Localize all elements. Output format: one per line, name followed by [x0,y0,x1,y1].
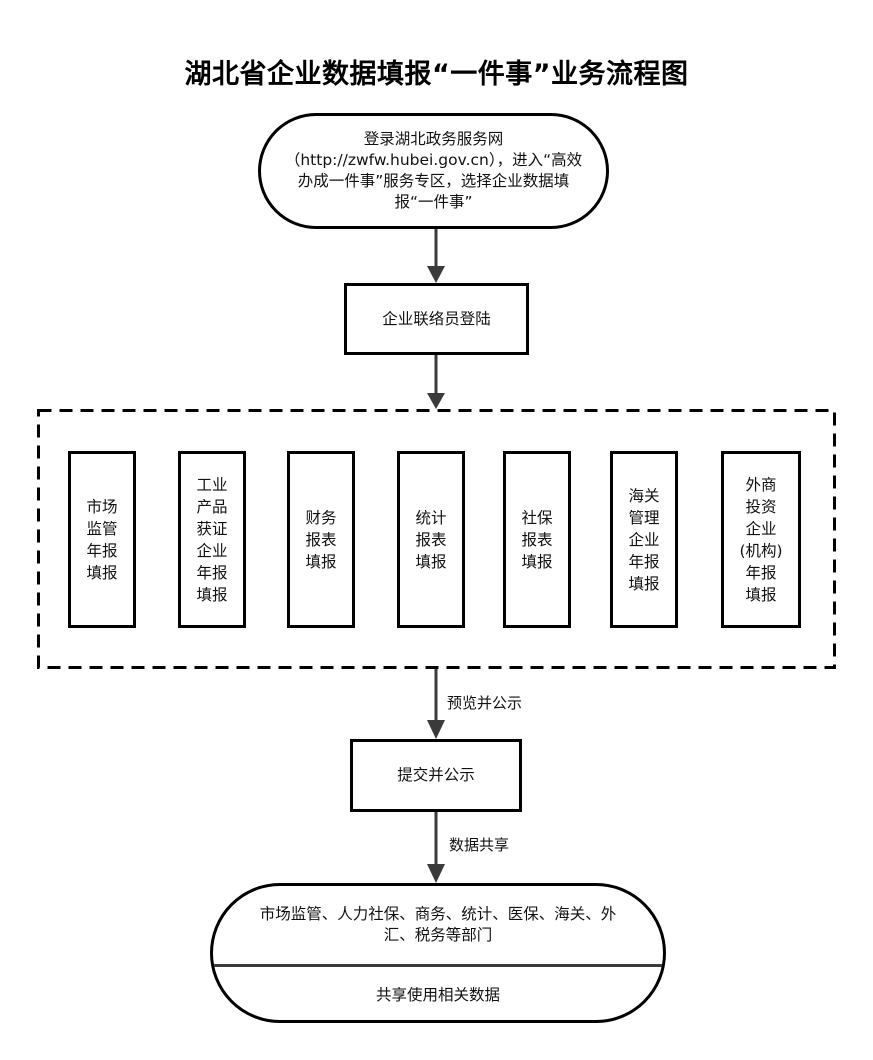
edge-label-preview: 预览并公示 [447,694,523,712]
filing-item-label: 统计 报表 填报 [415,508,447,571]
filing-item-foreign-investment: 外商 投资 企业 (机构) 年报 填报 [721,451,801,628]
login-step-label: 企业联络员登陆 [382,309,491,328]
submit-step: 提交并公示 [350,739,522,812]
filing-item-statistics: 统计 报表 填报 [397,451,465,628]
filing-item-label: 社保 报表 填报 [521,508,553,571]
end-terminal: 市场监管、人力社保、商务、统计、医保、海关、外 汇、税务等部门 共享使用相关数据 [210,883,666,1023]
end-action: 共享使用相关数据 [375,985,500,1004]
filing-item-customs: 海关 管理 企业 年报 填报 [610,451,678,628]
login-step: 企业联络员登陆 [344,283,529,355]
arrowhead-group [427,393,445,409]
filing-item-industrial-products: 工业 产品 获证 企业 年报 填报 [178,451,246,628]
filing-item-market-supervision: 市场 监管 年报 填报 [68,451,136,628]
filing-item-label: 工业 产品 获证 企业 年报 填报 [196,475,228,604]
filing-group-border [37,409,836,669]
edge-label-share: 数据共享 [449,836,510,854]
filing-item-label: 外商 投资 企业 (机构) 年报 填报 [739,475,783,604]
submit-step-label: 提交并公示 [397,766,475,784]
start-text: 登录湖北政务服务网 （http://zwfw.hubei.gov.cn），进入“… [284,130,583,211]
arrowhead-login [427,266,445,283]
end-divider [213,964,663,967]
end-departments: 市场监管、人力社保、商务、统计、医保、海关、外 汇、税务等部门 [259,905,617,944]
diagram-title: 湖北省企业数据填报“一件事”业务流程图 [184,59,689,90]
filing-item-label: 财务 报表 填报 [305,508,337,571]
filing-item-label: 海关 管理 企业 年报 填报 [628,486,660,593]
filing-item-social-security: 社保 报表 填报 [503,451,571,628]
filing-item-label: 市场 监管 年报 填报 [86,497,118,582]
start-terminal: 登录湖北政务服务网 （http://zwfw.hubei.gov.cn），进入“… [258,113,609,229]
filing-item-financial-statements: 财务 报表 填报 [287,451,355,628]
arrowhead-submit [427,720,445,739]
arrowhead-end [427,864,445,883]
